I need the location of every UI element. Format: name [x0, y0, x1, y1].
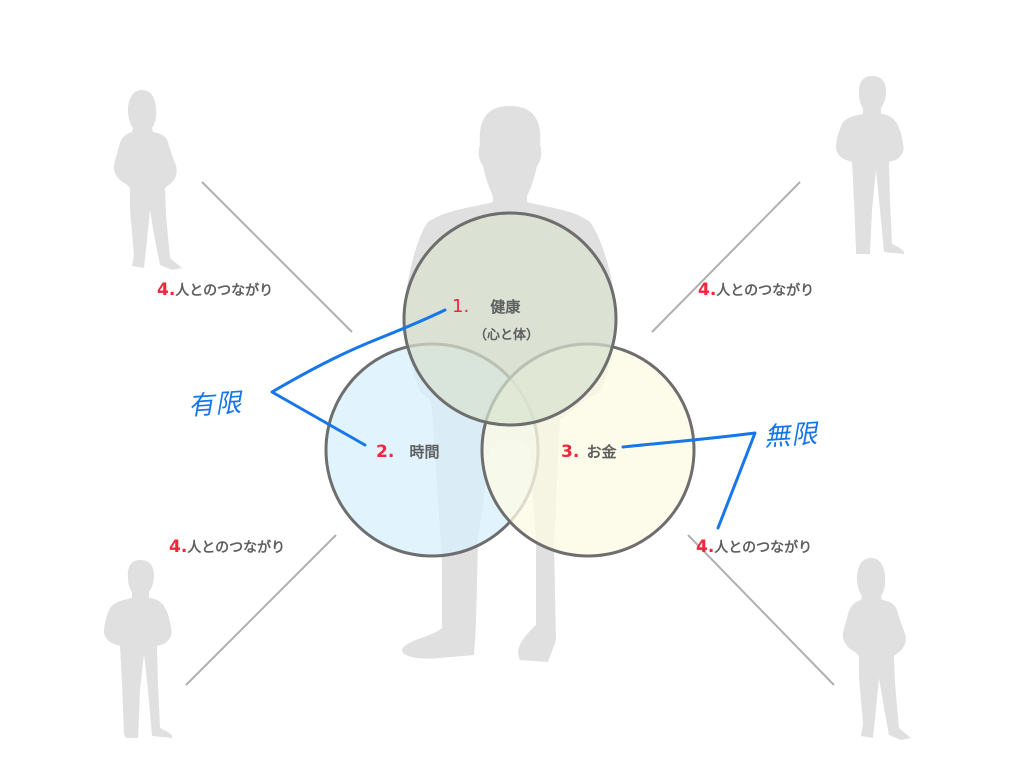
connector-line-top-right	[651, 181, 801, 333]
money-label: 3. お金	[561, 441, 617, 462]
connection-text: 人とのつながり	[187, 540, 286, 556]
handwritten-annotation-lines	[270, 308, 757, 530]
circle-health	[402, 211, 618, 427]
health-sublabel: （心と体）	[474, 328, 540, 343]
time-label: 2. 時間	[376, 441, 440, 462]
health-label: 1. 健康	[452, 296, 520, 317]
connection-number: 4.	[157, 280, 176, 300]
limited-bracket-line	[270, 308, 447, 447]
connection-label-top-left: 4.人とのつながり	[157, 280, 273, 300]
time-text: 時間	[409, 443, 440, 461]
money-number: 3.	[561, 442, 580, 462]
time-number: 2.	[376, 442, 395, 462]
connection-label-bottom-left: 4.人とのつながり	[169, 537, 285, 557]
connector-line-bottom-left	[185, 534, 337, 686]
connector-lines	[185, 181, 835, 686]
person-silhouette-top-left	[113, 90, 182, 270]
connection-number: 4.	[169, 537, 188, 557]
connection-number: 4.	[696, 537, 715, 557]
person-silhouette-top-right	[836, 76, 905, 254]
person-silhouette-bottom-left	[104, 560, 173, 738]
connection-text: 人とのつながり	[716, 283, 815, 299]
person-silhouette-bottom-right	[842, 558, 911, 740]
health-text: 健康	[490, 298, 521, 316]
connection-text: 人とのつながり	[175, 283, 274, 299]
annotation-unlimited: 無限	[763, 419, 820, 453]
health-number: 1.	[452, 296, 470, 317]
connector-line-top-left	[201, 181, 353, 333]
unlimited-bracket-line	[621, 431, 757, 530]
connection-text: 人とのつながり	[714, 540, 813, 556]
connection-label-top-right: 4.人とのつながり	[698, 280, 814, 300]
connector-line-bottom-right	[687, 534, 835, 686]
connection-number: 4.	[698, 280, 717, 300]
connection-label-bottom-right: 4.人とのつながり	[696, 537, 812, 557]
annotation-limited: 有限	[187, 388, 244, 422]
venn-circles	[324, 211, 696, 558]
money-text: お金	[586, 443, 617, 461]
